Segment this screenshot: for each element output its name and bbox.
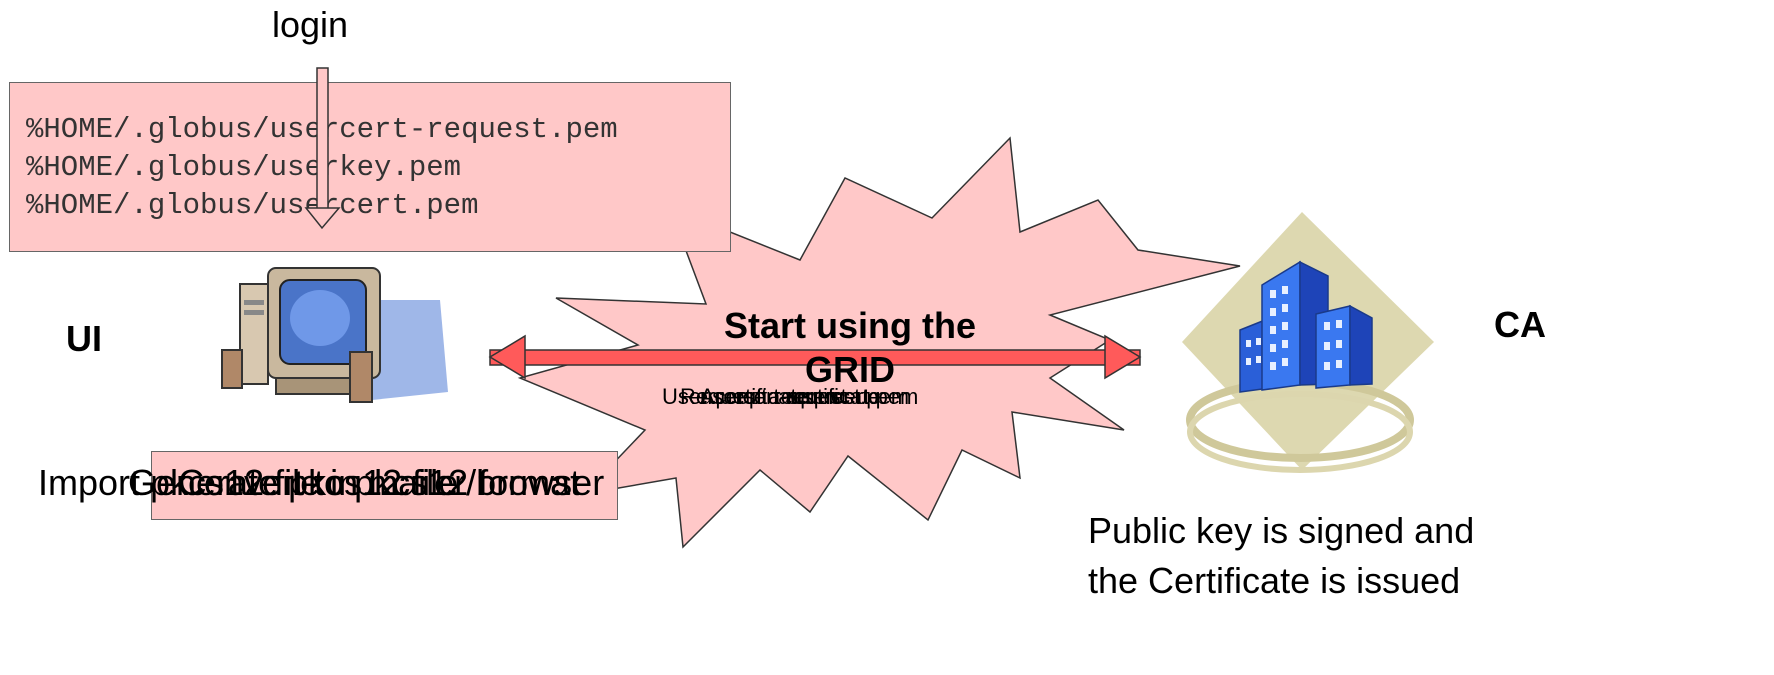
ca-caption-line-2: the Certificate is issued [1088,560,1461,601]
bidirectional-arrow [488,334,1142,380]
ui-label: UI [66,318,102,359]
office-building-icon [1182,212,1434,473]
arrow-label: usercert-request.pem [700,384,910,409]
login-down-arrow [304,67,341,230]
center-title: Start using the GRID [723,305,977,390]
file-path-userkey: %HOME/.globus/userkey.pem [26,151,462,184]
arrow-label: Request a certificate [680,384,881,409]
arrow-label: usercert.pem [790,384,919,409]
arrow-labels-stack: User certificate Request a certificate u… [640,384,990,414]
arrow-label: User certificate [662,384,809,409]
arrow-label: Accept request [700,384,847,409]
bottom-label: Import pkcs12 file in mailer/browser [38,462,605,503]
bottom-label: Generate pkcs12 file [128,462,459,503]
login-label: login [272,4,349,45]
bottom-label-box [151,451,618,520]
file-path-usercert: %HOME/.globus/usercert.pem [26,189,479,222]
bottom-labels-stack: Import pkcs12 file in mailer/browser Gen… [38,462,758,512]
ca-label: CA [1494,304,1546,345]
bottom-label: Convert to pkcs12 format [178,462,581,503]
ca-caption-line-1: Public key is signed and [1088,510,1475,551]
desktop-computer-icon [221,267,448,403]
